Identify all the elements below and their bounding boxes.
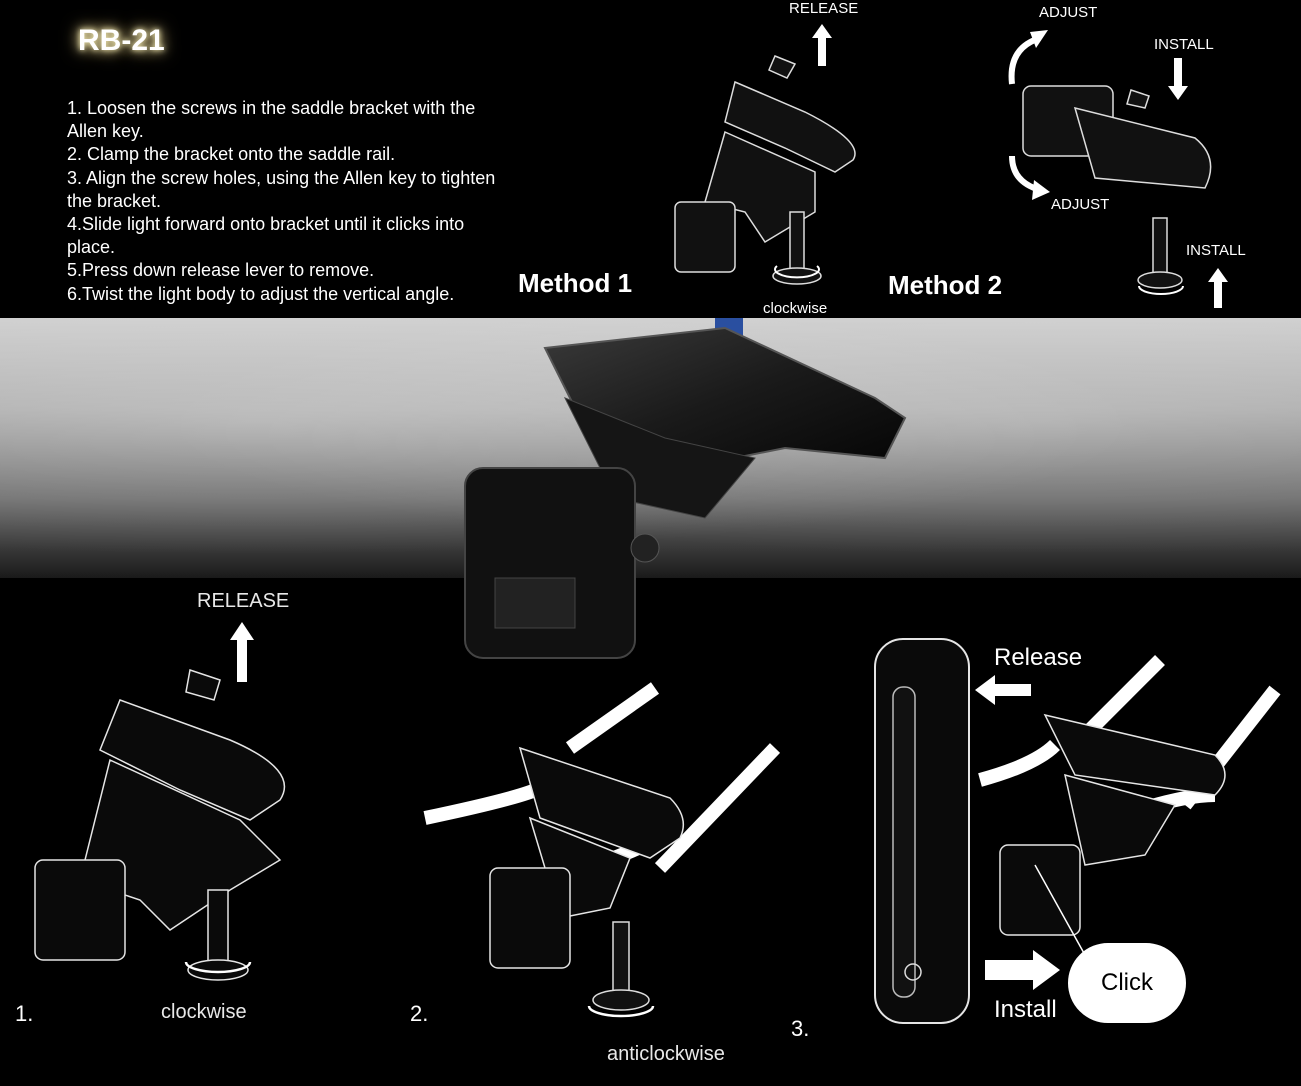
screw-diagram	[1137, 217, 1184, 295]
bracket-diagram	[34, 669, 286, 981]
arrow-up-icon	[812, 24, 832, 66]
step-number-1: 1.	[15, 1001, 34, 1026]
bracket-diagram	[1022, 85, 1212, 189]
method2-adjust-bottom-label: ADJUST	[1051, 196, 1110, 213]
method1-clockwise-label: clockwise	[763, 300, 828, 317]
tail-light-diagram	[874, 638, 970, 1024]
step-number-2: 2.	[410, 1001, 429, 1026]
method2-install-bottom-label: INSTALL	[1186, 242, 1246, 259]
bracket-photo	[464, 318, 907, 659]
instruction-step-2: 2. Clamp the bracket onto the saddle rai…	[67, 144, 396, 165]
arrow-down-icon	[1168, 58, 1188, 100]
rotate-arrow-icon	[1008, 30, 1048, 85]
method-2-label: Method 2	[888, 270, 1003, 300]
install-light-label: Install	[994, 996, 1057, 1023]
method1-release-label: RELEASE	[789, 0, 859, 17]
product-title: RB-21	[78, 24, 165, 57]
method2-install-top-label: INSTALL	[1154, 36, 1214, 53]
arrow-up-icon	[230, 622, 254, 682]
instruction-step-6: 6.Twist the light body to adjust the ver…	[67, 283, 455, 304]
instruction-step-1: 1. Loosen the screws in the saddle brack…	[67, 98, 476, 142]
step1-clockwise-label: clockwise	[161, 1001, 247, 1023]
bracket-rail-diagram	[978, 655, 1281, 956]
method-1-label: Method 1	[518, 268, 633, 298]
release-light-label: Release	[994, 644, 1083, 671]
step2-anticlockwise-label: anticlockwise	[607, 1043, 725, 1065]
step-number-3: 3.	[791, 1016, 810, 1041]
instruction-step-3: 3. Align the screw holes, using the Alle…	[67, 167, 496, 211]
instruction-list: 1. Loosen the screws in the saddle brack…	[67, 97, 507, 306]
click-bubble: Click	[1068, 943, 1186, 1023]
screw-diagram	[587, 921, 655, 1018]
bracket-rail-diagram	[423, 682, 781, 969]
instruction-step-4: 4.Slide light forward onto bracket until…	[67, 214, 465, 258]
arrow-up-icon	[1208, 268, 1228, 308]
instruction-step-5: 5.Press down release lever to remove.	[67, 260, 375, 281]
method2-adjust-top-label: ADJUST	[1039, 4, 1098, 21]
click-label: Click	[1101, 969, 1153, 996]
arrow-right-icon	[985, 950, 1060, 990]
rotate-arrow-icon	[1009, 155, 1050, 200]
step1-release-label: RELEASE	[197, 590, 290, 612]
arrow-left-icon	[975, 675, 1031, 705]
bracket-diagram	[674, 55, 856, 285]
